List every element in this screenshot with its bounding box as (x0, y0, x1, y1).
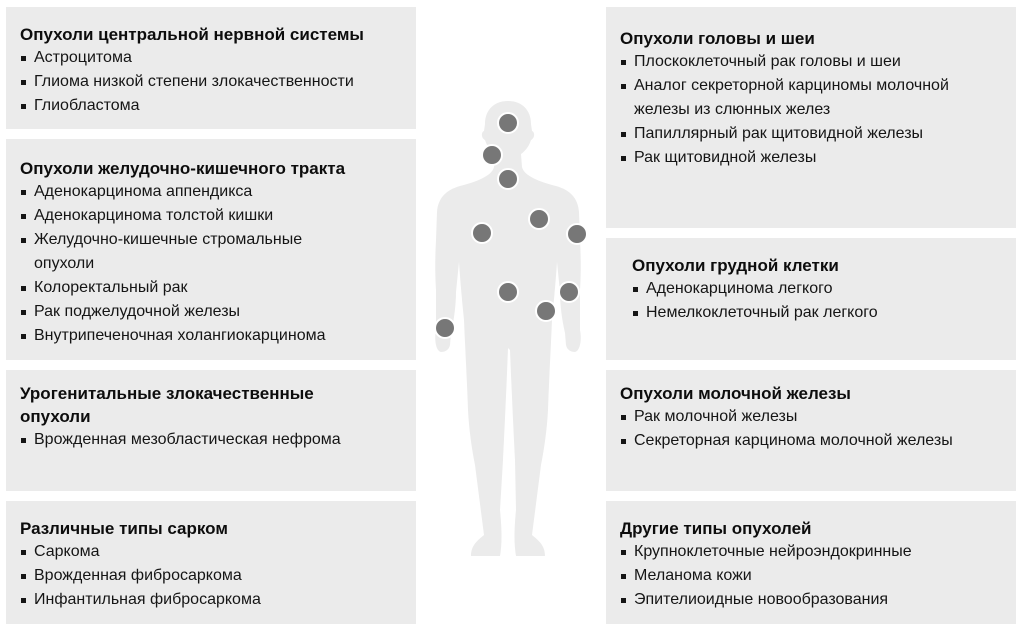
list-item: Врожденная мезобластическая нефрома (20, 428, 416, 452)
tumor-list: Плоскоклеточный рак головы и шеи Аналог … (620, 50, 1016, 170)
list-item: Немелкоклеточный рак легкого (632, 301, 1016, 325)
panel-urogenital-tumors: Урогенитальные злокачественные опухоли В… (6, 370, 416, 491)
list-item: Папиллярный рак щитовидной железы (620, 122, 1016, 146)
list-item: Рак щитовидной железы (620, 146, 1016, 170)
panel-title: Опухоли молочной железы (620, 384, 851, 403)
panel-title: Опухоли головы и шеи (620, 29, 815, 48)
list-item: Аденокарцинома толстой кишки (20, 204, 416, 228)
list-item: Рак поджелудочной железы (20, 300, 416, 324)
list-item: Эпителиоидные новообразования (620, 588, 1016, 612)
panel-title: Опухоли центральной нервной системы (20, 25, 364, 44)
marker-neck (481, 144, 503, 166)
list-item: Крупноклеточные нейроэндокринные (620, 540, 1016, 564)
marker-chest-left (471, 222, 493, 244)
marker-elbow (558, 281, 580, 303)
list-item: Глиобластома (20, 94, 416, 118)
list-item: Глиома низкой степени злокачественности (20, 70, 416, 94)
marker-throat (497, 168, 519, 190)
tumor-list: Астроцитома Глиома низкой степени злокач… (20, 46, 416, 118)
panel-title: Опухоли грудной клетки (632, 256, 839, 275)
panel-title: Различные типы сарком (20, 519, 228, 538)
panel-chest-tumors: Опухоли грудной клетки Аденокарцинома ле… (606, 238, 1016, 360)
list-item: Желудочно-кишечные стромальные опухоли (20, 228, 354, 276)
panel-head-neck-tumors: Опухоли головы и шеи Плоскоклеточный рак… (606, 7, 1016, 228)
list-item: Колоректальный рак (20, 276, 416, 300)
marker-brain (497, 112, 519, 134)
list-item: Меланома кожи (620, 564, 1016, 588)
marker-wrist (434, 317, 456, 339)
panel-title: Другие типы опухолей (620, 519, 812, 538)
tumor-list: Рак молочной железы Секреторная карцином… (620, 405, 1016, 453)
list-item: Секреторная карцинома молочной железы (620, 429, 1016, 453)
panel-other-tumors: Другие типы опухолей Крупноклеточные ней… (606, 501, 1016, 624)
marker-lower-abdomen (535, 300, 557, 322)
list-item: Аналог секреторной карциномы молочной же… (620, 74, 974, 122)
tumor-list: Аденокарцинома легкого Немелкоклеточный … (632, 277, 1016, 325)
marker-upper-arm (566, 223, 588, 245)
panel-gi-tumors: Опухоли желудочно-кишечного тракта Адено… (6, 139, 416, 360)
marker-abdomen (497, 281, 519, 303)
tumor-list: Саркома Врожденная фибросаркома Инфантил… (20, 540, 416, 612)
panel-title: Опухоли желудочно-кишечного тракта (20, 159, 346, 178)
list-item: Врожденная фибросаркома (20, 564, 416, 588)
marker-chest-right (528, 208, 550, 230)
panel-sarcomas: Различные типы сарком Саркома Врожденная… (6, 501, 416, 624)
list-item: Плоскоклеточный рак головы и шеи (620, 50, 1016, 74)
list-item: Аденокарцинома аппендикса (20, 180, 416, 204)
list-item: Аденокарцинома легкого (632, 277, 1016, 301)
list-item: Внутрипеченочная холангиокарцинома (20, 324, 416, 348)
list-item: Астроцитома (20, 46, 416, 70)
panel-breast-tumors: Опухоли молочной железы Рак молочной жел… (606, 370, 1016, 491)
list-item: Инфантильная фибросаркома (20, 588, 416, 612)
list-item: Рак молочной железы (620, 405, 1016, 429)
tumor-list: Крупноклеточные нейроэндокринные Меланом… (620, 540, 1016, 612)
panel-title: Урогенитальные злокачественные опухоли (20, 384, 314, 426)
tumor-list: Аденокарцинома аппендикса Аденокарцинома… (20, 180, 416, 348)
tumor-list: Врожденная мезобластическая нефрома (20, 428, 416, 452)
panel-cns-tumors: Опухоли центральной нервной системы Астр… (6, 7, 416, 129)
list-item: Саркома (20, 540, 416, 564)
